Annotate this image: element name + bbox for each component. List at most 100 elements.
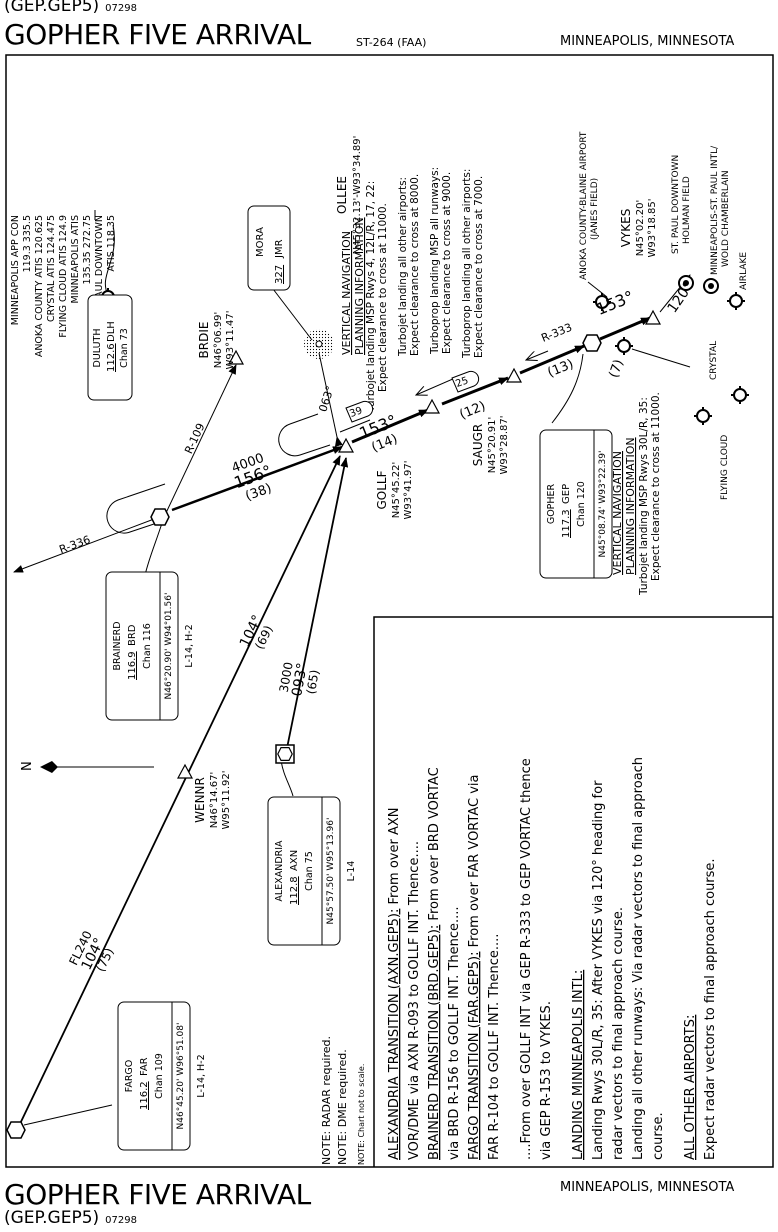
saugr-lon: W93°28.87' bbox=[499, 416, 510, 475]
date-code: 07298 bbox=[105, 1215, 137, 1226]
fargo-freq: 116.2 bbox=[139, 1081, 150, 1110]
comm-line: 119.3 335.5 bbox=[22, 215, 33, 272]
fargo-name: FARGO bbox=[124, 1060, 135, 1093]
vykes-name: VYKES bbox=[619, 209, 633, 248]
vnav-line: Expect clearance to cross at 8000. bbox=[409, 174, 421, 356]
chart-location: MINNEAPOLIS, MINNESOTA bbox=[560, 34, 735, 49]
msp-field: WOLD CHAMBERLAIN bbox=[721, 170, 731, 267]
golff-name: GOLLF bbox=[375, 470, 389, 509]
vnav-upper-block: Turbojet landing MSP Rwys 4, 12L/R, 17, … bbox=[365, 167, 485, 413]
wennr-label: WENNR N46°14.67' W95°11.92' bbox=[193, 771, 232, 830]
seg-12-label: (12) bbox=[458, 399, 488, 423]
airlake-label: AIRLAKE bbox=[739, 252, 749, 290]
anoka-alt-name: (JANES FIELD) bbox=[590, 178, 600, 240]
r336-label: R-336 bbox=[57, 533, 92, 556]
brainerd-navaid-box: BRAINERD 116.9 BRD Chan 116 N46°20.90' W… bbox=[105, 571, 195, 721]
vnav-line: Turbojet landing MSP Rwys 30L/R, 35: bbox=[638, 397, 650, 596]
vnav-line: Expect clearance to cross at 11000. bbox=[650, 392, 662, 581]
route-golff-saugr-a bbox=[351, 408, 429, 444]
brdie-name: BRDIE bbox=[197, 322, 211, 359]
stpaul-name: ST. PAUL DOWNTOWN bbox=[671, 155, 681, 254]
dme-box-39: 39 bbox=[345, 400, 374, 423]
far-segment-label: FL240 104° (75) bbox=[66, 929, 116, 974]
saugr-fix-icon bbox=[506, 368, 522, 383]
vnav-line: Turboprop landing MSP all runways: bbox=[429, 167, 441, 355]
ollee-coords: N45°32.13'-W93°34.89' bbox=[352, 136, 363, 255]
procedure-line: VOR/DME via AXN R-093 to GOLLF INT. Then… bbox=[407, 841, 422, 1160]
msp-airport-label: MINNEAPOLIS-ST. PAUL INTL/ WOLD CHAMBERL… bbox=[710, 145, 731, 275]
procedure-line: via BRD R-156 to GOLLF INT. Thence.... bbox=[447, 906, 462, 1160]
comm-line: FLYING CLOUD ATIS 124.9 bbox=[58, 215, 69, 338]
mora-crs-label: 063° bbox=[316, 384, 337, 413]
gopher-ident: GEP bbox=[561, 484, 572, 504]
dme-box-25: 25 bbox=[451, 370, 480, 393]
brainerd-coords: N46°20.90' W94°01.56' bbox=[164, 593, 174, 700]
chart-location-footer: MINNEAPOLIS, MINNESOTA bbox=[560, 1180, 735, 1195]
comm-line: ST. PAUL DOWNTOWN bbox=[94, 215, 105, 320]
procedure-text: ALEXANDRIA TRANSITION (AXN.GEP5): From o… bbox=[387, 757, 718, 1160]
vnav-heading: VERTICAL NAVIGATION bbox=[340, 231, 353, 355]
alexandria-navaid-box: ALEXANDRIA 112.8 AXN Chan 75 N45°57.50' … bbox=[267, 796, 357, 946]
alexandria-coords: N45°57.50' W95°13.96' bbox=[326, 818, 336, 925]
msp-airport-icon bbox=[703, 278, 719, 294]
procedure-line: radar vectors to final approach course. bbox=[611, 907, 626, 1160]
airport-icon bbox=[693, 406, 713, 426]
comm-line: MINNEAPOLIS ATIS bbox=[70, 215, 81, 303]
mora-navaid-box: MORA 327 JMR bbox=[247, 205, 291, 291]
comm-line: ANOKA COUNTY ATIS 120.625 bbox=[34, 215, 45, 357]
procedure-line: LANDING MINNEAPOLIS INTL: bbox=[571, 970, 586, 1160]
duluth-name: DULUTH bbox=[92, 329, 103, 368]
vnav-heading: PLANNING INFORMATION bbox=[624, 437, 637, 575]
comm-line: CRYSTAL ATIS 124.475 bbox=[46, 215, 57, 322]
procedure-line: course. bbox=[651, 1112, 666, 1160]
alexandria-charts: L-14 bbox=[346, 861, 357, 882]
gopher-freq: 117.3 bbox=[561, 509, 572, 538]
duluth-ident: DLH bbox=[106, 321, 117, 342]
golff-lon: W93°41.97' bbox=[403, 461, 414, 520]
vnav-upper-heading: VERTICAL NAVIGATION PLANNING INFORMATION bbox=[340, 217, 366, 355]
r109-label: R-109 bbox=[182, 421, 207, 456]
saugr-label: SAUGR N45°20.91' W93°28.87' bbox=[471, 416, 510, 475]
wennr-lat: N46°14.67' bbox=[209, 772, 220, 829]
chart-title: GOPHER FIVE ARRIVAL bbox=[4, 18, 311, 51]
procedure-code: (GEP.GEP5) bbox=[4, 0, 100, 16]
north-label: N bbox=[20, 761, 35, 771]
vnav-line: Turbojet landing MSP Rwys 4, 12L/R, 17, … bbox=[365, 181, 377, 413]
dme-line-39 bbox=[339, 419, 371, 433]
route-saugr-gep bbox=[519, 344, 585, 375]
stpaul-airport-label: ST. PAUL DOWNTOWN HOLMAN FIELD bbox=[671, 155, 692, 254]
brdie-lon: W93°11.47' bbox=[225, 311, 236, 370]
route-r336 bbox=[13, 515, 163, 573]
wennr-name: WENNR bbox=[193, 777, 207, 823]
golff-lat: N45°45.22' bbox=[391, 462, 402, 519]
route-golff-saugr-b bbox=[441, 376, 509, 406]
route-axn-golff bbox=[285, 457, 349, 754]
flying-cloud-label: FLYING CLOUD bbox=[720, 435, 730, 500]
route-mora-063 bbox=[318, 352, 343, 447]
brainerd-ident: BRD bbox=[127, 624, 138, 646]
saugr-name: SAUGR bbox=[471, 424, 485, 466]
vnav-line: Turboprop landing all other airports: bbox=[461, 169, 473, 359]
procedure-line: FARGO TRANSITION (FAR.GEP5): From over F… bbox=[467, 775, 482, 1160]
holding-pattern-brd bbox=[106, 483, 166, 534]
vnav-line: Expect clearance to cross at 11000. bbox=[377, 203, 389, 392]
far-mid-label: 104° (69) bbox=[237, 613, 276, 652]
seg-7-label: (7) bbox=[607, 358, 627, 380]
fargo-coords: N46°45.20' W96°51.08' bbox=[176, 1023, 186, 1130]
gopher-navaid-box: GOPHER 117.3 GEP Chan 120 N45°08.74' W93… bbox=[539, 429, 613, 579]
fargo-navaid-box: FARGO 116.2 FAR Chan 109 N46°45.20' W96°… bbox=[117, 1001, 207, 1151]
brainerd-vortac-icon bbox=[150, 508, 170, 526]
brd-segment-label: 4000 156° (38) bbox=[230, 451, 274, 504]
wennr-lon: W95°11.92' bbox=[221, 771, 232, 830]
vnav-lower-block: VERTICAL NAVIGATION PLANNING INFORMATION… bbox=[611, 392, 662, 596]
axn-segment-label: 3000 093° (65) bbox=[277, 661, 322, 698]
ollee-label: OLLEE N45°32.13'-W93°34.89' bbox=[335, 136, 363, 255]
gopher-chan: Chan 120 bbox=[576, 481, 587, 527]
procedure-line: ....From over GOLLF INT via GEP R-333 to… bbox=[519, 758, 534, 1160]
mora-name: MORA bbox=[255, 227, 266, 257]
ollee-fix-icon bbox=[424, 399, 440, 414]
crystal-label: CRYSTAL bbox=[709, 341, 719, 380]
dme-arrow-13 bbox=[526, 350, 549, 360]
gopher-vortac-icon bbox=[582, 334, 602, 352]
note-scale: NOTE: Chart not to scale. bbox=[357, 1064, 366, 1165]
